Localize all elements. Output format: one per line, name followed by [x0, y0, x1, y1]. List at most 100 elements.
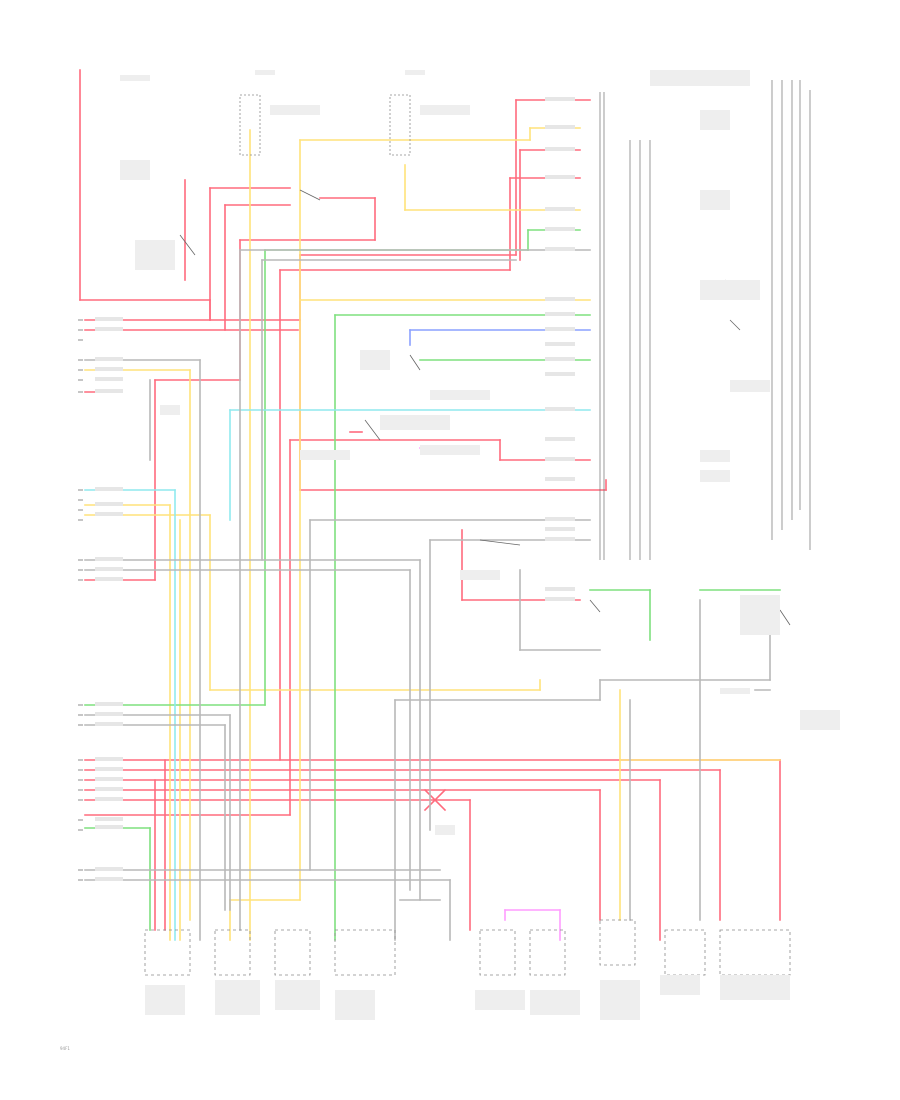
wire-code-tag	[95, 487, 123, 491]
fuse-block	[239, 94, 261, 156]
wire-code-tag	[95, 377, 123, 381]
component-label-12	[700, 450, 730, 462]
component-box-6	[599, 919, 636, 966]
wire-code-tag	[545, 457, 575, 461]
wire-code-tag	[545, 312, 575, 316]
component-label-11	[730, 380, 770, 392]
wire-code-tag	[95, 787, 123, 791]
component-label-7	[420, 105, 470, 115]
wire-code-tag	[95, 767, 123, 771]
component-label-31	[660, 975, 700, 995]
wire-code-tag	[545, 537, 575, 541]
wire-code-tag	[545, 477, 575, 481]
component-label-5	[135, 240, 175, 270]
footer-code: 94F1	[60, 1046, 70, 1051]
wire-code-tag	[95, 877, 123, 881]
wire-code-tag	[95, 817, 123, 821]
component-label-22	[800, 710, 840, 730]
wire-code-tag	[95, 502, 123, 506]
component-box-1	[214, 929, 251, 976]
component-label-33	[435, 825, 455, 835]
switch-contact	[589, 599, 601, 613]
component-label-10	[700, 280, 760, 300]
component-label-21	[740, 595, 780, 635]
wire-code-tag	[545, 437, 575, 441]
wire-code-tag	[545, 297, 575, 301]
wire-code-tag	[95, 777, 123, 781]
component-label-0	[120, 75, 150, 81]
wire-code-tag	[95, 757, 123, 761]
wire-code-tag	[95, 577, 123, 581]
component-label-30	[600, 980, 640, 1020]
wire-code-tag	[545, 587, 575, 591]
component-label-6	[270, 105, 320, 115]
wire-layer	[79, 69, 781, 941]
wire-code-tag	[95, 825, 123, 829]
wire-code-tag	[545, 597, 575, 601]
component-label-14	[360, 350, 390, 370]
wire-code-tag	[545, 125, 575, 129]
wire-code-tag	[545, 327, 575, 331]
wire-code-tag	[545, 527, 575, 531]
wire-code-tag	[545, 517, 575, 521]
wire-code-tag	[95, 567, 123, 571]
component-label-9	[700, 190, 730, 210]
component-label-18	[300, 450, 350, 460]
component-box-5	[529, 929, 566, 976]
wire-code-tag	[95, 357, 123, 361]
wire-code-tag	[95, 557, 123, 561]
component-label-16	[380, 415, 450, 430]
wire-code-tag	[545, 227, 575, 231]
wire-code-tag	[95, 722, 123, 726]
wire-code-tag	[545, 342, 575, 346]
switch-contact	[479, 539, 521, 546]
component-box-4	[479, 929, 516, 976]
component-label-20	[460, 570, 500, 580]
wire-code-tag	[545, 147, 575, 151]
component-label-4	[120, 160, 150, 180]
component-label-27	[335, 990, 375, 1020]
switch-contact	[729, 319, 741, 331]
component-box-8	[719, 929, 791, 976]
component-label-13	[700, 470, 730, 482]
component-label-3	[650, 70, 750, 86]
switch-contact	[409, 354, 421, 371]
label-layer	[95, 70, 840, 1020]
component-label-25	[215, 980, 260, 1015]
wire-code-tag	[545, 207, 575, 211]
component-label-17	[420, 445, 480, 455]
wire-code-tag	[95, 702, 123, 706]
wire-code-tag	[95, 317, 123, 321]
component-label-28	[475, 990, 525, 1010]
component-label-2	[405, 70, 425, 75]
component-label-1	[255, 70, 275, 75]
component-label-23	[720, 688, 750, 694]
wire-code-tag	[545, 372, 575, 376]
wire-code-tag	[95, 367, 123, 371]
wire-code-tag	[95, 712, 123, 716]
component-label-26	[275, 980, 320, 1010]
component-box-0	[144, 929, 191, 976]
component-label-15	[430, 390, 490, 400]
wire-red-51	[423, 788, 447, 812]
switch-contact	[179, 234, 196, 256]
wire-code-tag	[95, 867, 123, 871]
wire-code-tag	[95, 389, 123, 393]
component-box-3	[334, 929, 396, 976]
component-box-7	[664, 929, 706, 976]
component-label-8	[700, 110, 730, 130]
wire-code-tag	[545, 357, 575, 361]
fuse-block	[389, 94, 411, 156]
wire-code-tag	[545, 247, 575, 251]
component-label-19	[160, 405, 180, 415]
wire-code-tag	[95, 327, 123, 331]
component-label-32	[720, 975, 790, 1000]
wire-code-tag	[95, 512, 123, 516]
wire-code-tag	[545, 407, 575, 411]
component-label-24	[145, 985, 185, 1015]
wire-code-tag	[545, 97, 575, 101]
wire-code-tag	[545, 175, 575, 179]
switch-contact	[299, 189, 321, 201]
switch-contact	[364, 419, 381, 441]
